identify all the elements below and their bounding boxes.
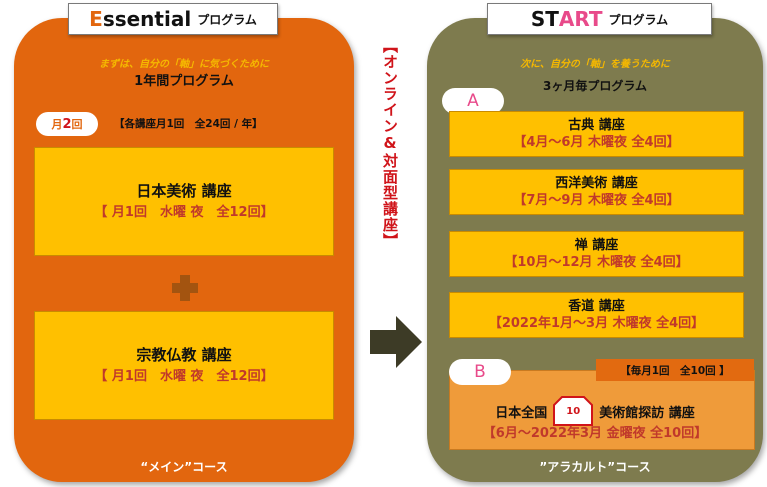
- course-box-japanese-art: 日本美術 講座 【 月1回 水曜 夜 全12回】: [34, 147, 334, 256]
- tag-a-badge: A: [442, 88, 504, 114]
- title-e-letter: E: [89, 7, 103, 31]
- course-box-religion-buddhism: 宗教仏教 講座 【 月1回 水曜 夜 全12回】: [34, 311, 334, 420]
- title-art: ART: [558, 7, 603, 31]
- course-schedule: 【 月1回 水曜 夜 全12回】: [94, 368, 274, 384]
- online-and-in-person-label: 【オンライン&対面型講座】: [381, 38, 399, 249]
- right-arrow-icon: [370, 316, 422, 368]
- course-schedule: 【 月1回 水曜 夜 全12回】: [94, 204, 274, 220]
- essential-program-length: 1年間プログラム: [134, 74, 234, 89]
- alacarte-course-label: ”アラカルト”コース: [539, 460, 651, 474]
- course-name: 宗教仏教 講座: [136, 345, 232, 364]
- essential-subtitle: まずは、自分の「軸」に気づくために: [99, 59, 269, 70]
- course-box-western-art: 西洋美術 講座 【7月～9月 木曜夜 全4回】: [449, 169, 744, 215]
- title-program-suffix: プログラム: [197, 12, 257, 27]
- course-name: 香道 講座: [568, 299, 625, 314]
- course-box-classics: 古典 講座 【4月～6月 木曜夜 全4回】: [449, 111, 744, 157]
- freq-post: 回: [71, 118, 83, 131]
- course-box-zen: 禅 講座 【10月～12月 木曜夜 全4回】: [449, 231, 744, 277]
- freq-pre: 月: [51, 118, 63, 131]
- count-10-number: 10: [566, 405, 581, 417]
- count-10-badge: 10: [553, 396, 594, 426]
- start-subtitle: 次に、自分の「軸」を養うために: [520, 59, 670, 70]
- museum-tour-title: 日本全国 10 美術館探訪 講座: [427, 396, 763, 426]
- title-program-suffix: プログラム: [608, 12, 669, 27]
- plus-icon-bar: [172, 283, 198, 293]
- course-name: 禅 講座: [574, 238, 619, 253]
- freq-num: 2: [62, 116, 72, 132]
- title-essential-rest: ssential: [102, 7, 192, 31]
- museum-tour-schedule: 【6月～2022年3月 金曜夜 全10回】: [482, 426, 708, 441]
- course-name: 日本美術 講座: [136, 181, 232, 200]
- start-program-length: 3ヶ月毎プログラム: [543, 79, 647, 93]
- course-box-incense: 香道 講座 【2022年1月～3月 木曜夜 全4回】: [449, 292, 744, 338]
- course-schedule: 【4月～6月 木曜夜 全4回】: [513, 135, 680, 150]
- tag-b-badge: B: [449, 359, 511, 385]
- title-st: ST: [530, 7, 559, 31]
- museum-tour-post: 美術館探訪 講座: [599, 405, 695, 421]
- course-schedule: 【10月～12月 木曜夜 全4回】: [504, 255, 689, 270]
- course-schedule: 【7月～9月 木曜夜 全4回】: [513, 193, 680, 208]
- museum-tour-frequency: 【毎月1回 全10回 】: [596, 359, 754, 381]
- museum-tour-pre: 日本全国: [495, 405, 548, 421]
- course-schedule: 【2022年1月～3月 木曜夜 全4回】: [488, 316, 705, 331]
- frequency-note: 【各講座月1回 全24回 / 年】: [114, 118, 263, 130]
- course-name: 古典 講座: [568, 118, 625, 133]
- course-name: 西洋美術 講座: [555, 176, 638, 191]
- main-course-label: “メイン”コース: [140, 460, 228, 474]
